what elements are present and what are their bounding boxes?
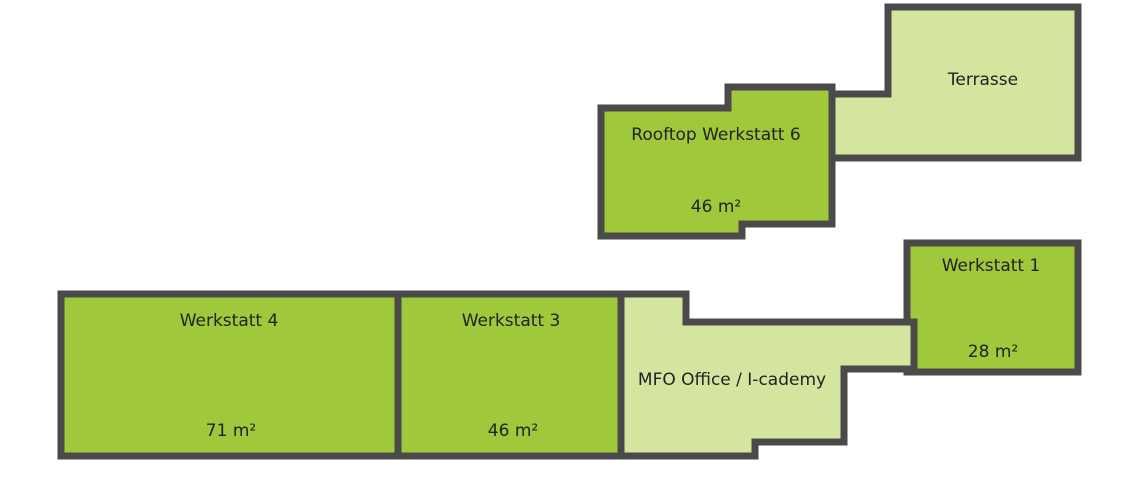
room-werkstatt-4-shape	[57, 290, 402, 460]
room-werkstatt-1[interactable]: Werkstatt 1 28 m²	[903, 239, 1082, 376]
room-werkstatt-3-shape	[394, 290, 625, 460]
room-mfo-office-i-cademy-label: MFO Office / I-cademy	[638, 370, 826, 390]
room-terrasse[interactable]: Terrasse	[828, 3, 1082, 162]
room-rooftop-werkstatt-6-area: 46 m²	[691, 197, 741, 217]
room-rooftop-werkstatt-6-shape	[597, 83, 836, 240]
room-werkstatt-3[interactable]: Werkstatt 3 46 m²	[394, 290, 625, 460]
room-werkstatt-4-area: 71 m²	[206, 421, 256, 441]
room-werkstatt-1-shape	[903, 239, 1082, 376]
room-rooftop-werkstatt-6[interactable]: Rooftop Werkstatt 6 46 m²	[597, 83, 836, 240]
room-werkstatt-4-label: Werkstatt 4	[180, 311, 279, 331]
room-werkstatt-1-label: Werkstatt 1	[942, 256, 1041, 276]
room-mfo-office-i-cademy-shape	[617, 290, 918, 460]
room-werkstatt-3-label: Werkstatt 3	[462, 311, 561, 331]
room-rooftop-werkstatt-6-label: Rooftop Werkstatt 6	[631, 125, 800, 145]
room-werkstatt-4[interactable]: Werkstatt 4 71 m²	[57, 290, 402, 460]
room-werkstatt-3-area: 46 m²	[488, 421, 538, 441]
room-werkstatt-1-area: 28 m²	[968, 342, 1018, 362]
room-mfo-office-i-cademy[interactable]: MFO Office / I-cademy	[617, 290, 918, 460]
room-terrasse-label: Terrasse	[947, 70, 1018, 90]
